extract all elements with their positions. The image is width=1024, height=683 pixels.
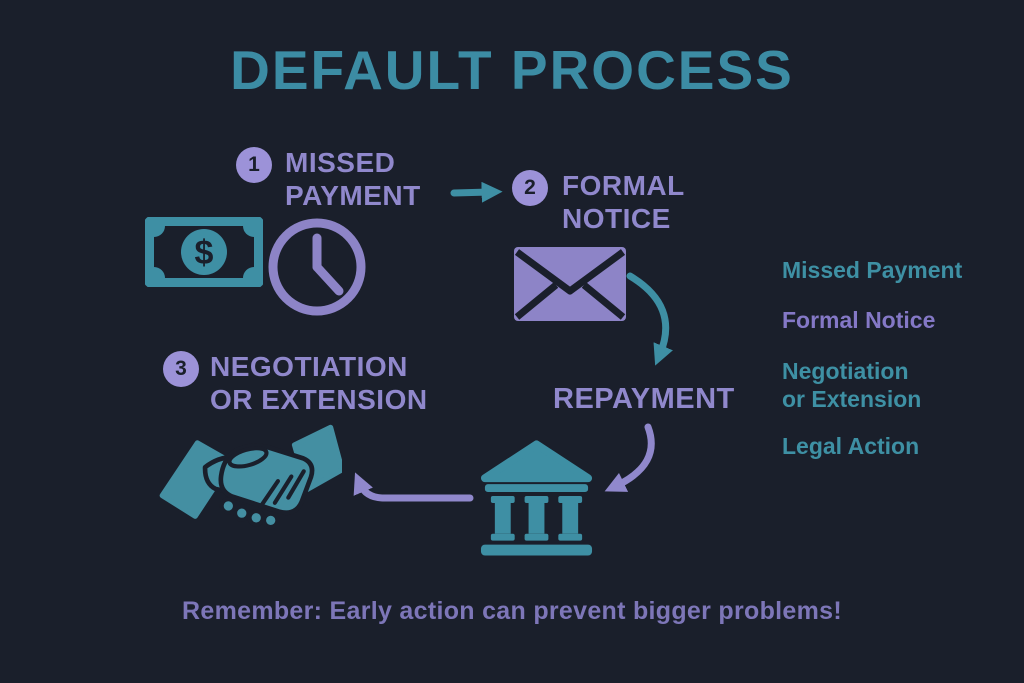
money-bill-icon: $ <box>145 217 263 287</box>
dollar-sign: $ <box>195 234 214 272</box>
step-2-badge: 2 <box>512 170 548 206</box>
legend-item-legal-action: Legal Action <box>782 433 920 459</box>
page-title: DEFAULT PROCESS <box>230 39 794 101</box>
arrow-notice-to-repayment <box>626 272 673 366</box>
repayment-label: REPAYMENT <box>553 383 735 415</box>
step-3-label: NEGOTIATION OR EXTENSION <box>210 351 428 415</box>
handshake-icon <box>159 424 342 530</box>
legend-item-negotiation: Negotiation or Extension <box>782 358 922 412</box>
legend-item-missed-payment: Missed Payment <box>782 257 963 283</box>
footer-reminder: Remember: Early action can prevent bigge… <box>182 597 842 625</box>
clock-icon <box>268 218 366 316</box>
arrow-step1-to-step2 <box>450 182 503 203</box>
arrow-repayment-to-bank <box>604 423 655 492</box>
envelope-icon <box>514 247 626 321</box>
step-1-badge: 1 <box>236 147 272 183</box>
step-3-badge: 3 <box>163 351 199 387</box>
legend-item-formal-notice: Formal Notice <box>782 307 936 333</box>
bank-icon <box>480 440 593 556</box>
step-2-label: FORMAL NOTICE <box>562 170 685 234</box>
arrow-bank-to-handshake <box>353 472 474 502</box>
step-1-number: 1 <box>248 153 260 176</box>
step-2-number: 2 <box>524 176 536 199</box>
step-3-number: 3 <box>175 357 187 380</box>
step-1-label: MISSED PAYMENT <box>285 147 421 211</box>
